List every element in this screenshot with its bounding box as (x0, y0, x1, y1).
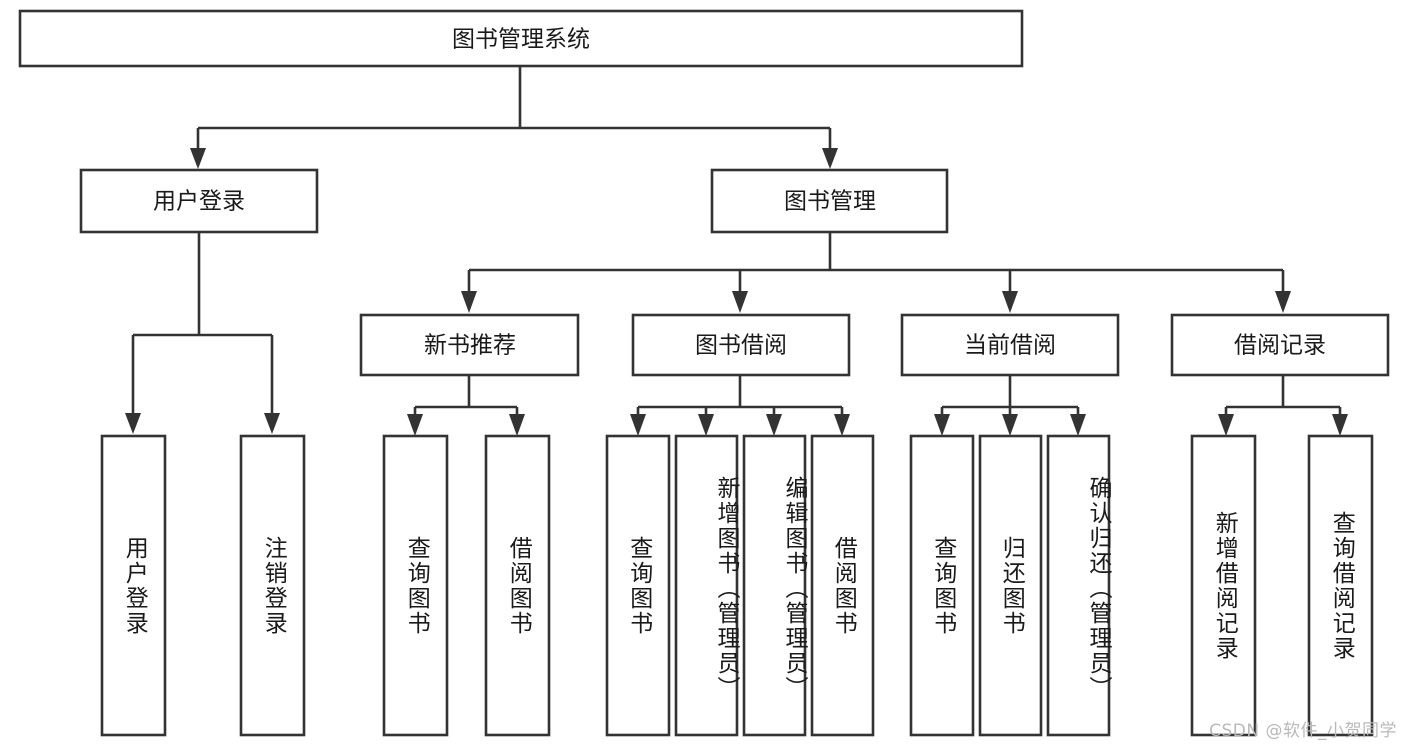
arrow-head-borrow-record (1275, 291, 1291, 313)
arrow-head-new-book-recommend (461, 291, 477, 313)
connector-group-book-borrow (630, 375, 850, 436)
leaf-box-query-book-2[interactable] (605, 434, 671, 737)
leaf-box-query-book-1[interactable] (382, 434, 449, 737)
arrow-head-book-manage (822, 148, 838, 169)
node-new-book-recommend-box[interactable] (359, 313, 580, 377)
arrow-head-leaf-borrow-book-1 (509, 414, 525, 436)
arrow-head-leaf-query-book-2 (630, 414, 646, 436)
node-user-login[interactable]: 用户登录 (79, 168, 319, 234)
leaf-box-borrow-book-2[interactable] (810, 434, 875, 737)
node-root-box[interactable] (18, 9, 1024, 68)
node-book-borrow[interactable]: 图书借阅 (631, 313, 851, 377)
csdn-watermark: CSDN @软件_小贺同学 (1209, 721, 1397, 741)
node-new-book-recommend[interactable]: 新书推荐 (359, 313, 580, 377)
node-current-borrow[interactable]: 当前借阅 (900, 313, 1120, 377)
leaf-box-query-record[interactable] (1307, 434, 1374, 737)
leaf-box-user-login[interactable] (100, 434, 167, 737)
connector-group-current-borrow (934, 375, 1086, 436)
node-current-borrow-box[interactable] (900, 313, 1120, 377)
connector-group-root (190, 66, 838, 169)
node-current-borrow-label: 当前借阅 (964, 333, 1056, 359)
node-borrow-record-box[interactable] (1170, 313, 1390, 377)
arrow-head-leaf-logout (264, 413, 280, 434)
node-book-borrow-label: 图书借阅 (695, 333, 787, 359)
leaf-box-add-record[interactable] (1190, 434, 1257, 737)
node-user-login-label: 用户登录 (153, 189, 245, 215)
node-book-manage-box[interactable] (710, 168, 949, 234)
leaf-boxes (100, 434, 1374, 737)
leaf-box-confirm-return[interactable] (1046, 434, 1111, 737)
arrow-head-leaf-edit-book (766, 414, 782, 436)
node-borrow-record-label: 借阅记录 (1234, 333, 1326, 359)
leaf-box-query-book-3[interactable] (909, 434, 975, 737)
node-book-manage-label: 图书管理 (784, 189, 876, 215)
arrow-head-leaf-return-book (1002, 414, 1018, 436)
leaf-box-borrow-book-1[interactable] (484, 434, 551, 737)
leaf-box-return-book[interactable] (978, 434, 1043, 737)
arrow-head-leaf-add-record (1218, 414, 1234, 436)
node-user-login-box[interactable] (79, 168, 319, 234)
leaf-box-add-book[interactable] (674, 434, 739, 737)
arrow-head-leaf-query-book-1 (407, 414, 423, 436)
node-book-manage[interactable]: 图书管理 (710, 168, 949, 234)
connector-group-book-manage (461, 232, 1291, 313)
arrow-head-leaf-user-login (125, 413, 141, 434)
node-new-book-recommend-label: 新书推荐 (424, 333, 516, 359)
arrow-head-leaf-add-book (698, 414, 714, 436)
node-root[interactable]: 图书管理系统 (18, 9, 1024, 68)
leaf-box-edit-book[interactable] (742, 434, 807, 737)
arrow-head-leaf-confirm-return (1070, 414, 1086, 436)
connector-group-new-book-recommend (407, 375, 525, 436)
arrow-head-user-login (190, 148, 206, 169)
connector-group-borrow-record (1218, 375, 1348, 436)
node-book-borrow-box[interactable] (631, 313, 851, 377)
node-root-label: 图书管理系统 (452, 27, 590, 53)
arrow-head-leaf-query-record (1332, 414, 1348, 436)
arrow-head-current-borrow (1002, 291, 1018, 313)
node-borrow-record[interactable]: 借阅记录 (1170, 313, 1390, 377)
leaf-box-logout[interactable] (239, 434, 306, 737)
arrow-head-leaf-borrow-book-2 (834, 414, 850, 436)
arrow-head-leaf-query-book-3 (934, 414, 950, 436)
connector-group-user-login (125, 232, 280, 434)
arrow-head-book-borrow (732, 291, 748, 313)
